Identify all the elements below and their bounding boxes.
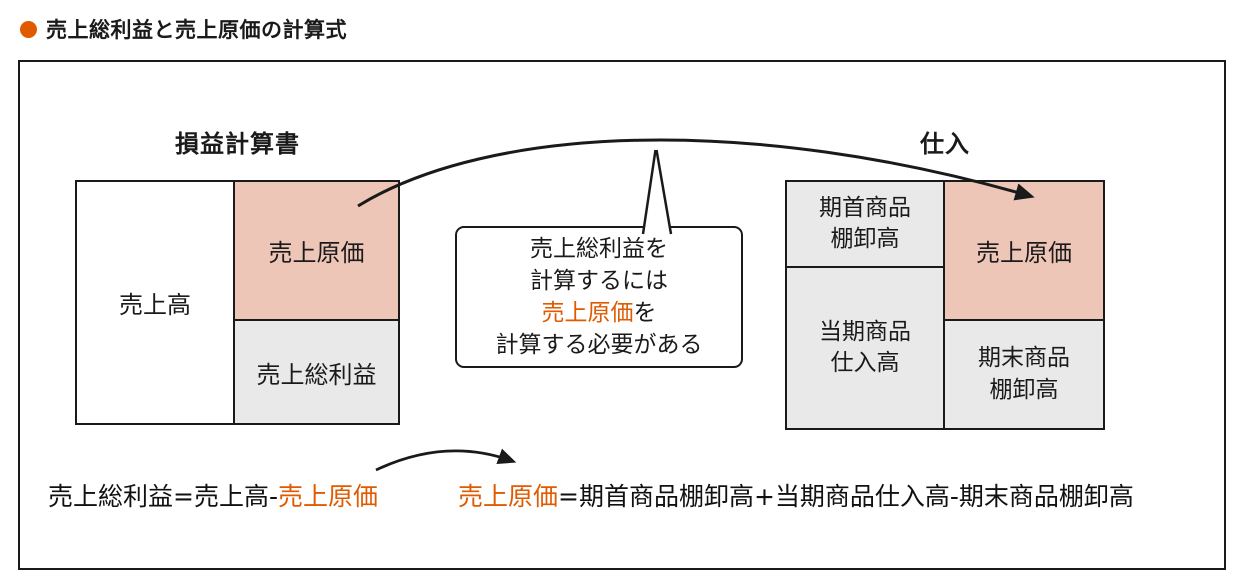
purchases-left-column: 期首商品 棚卸高 当期商品 仕入高 (787, 182, 945, 428)
gross-profit-cell: 売上総利益 (235, 321, 398, 423)
callout-line-3-rest: を (633, 300, 657, 326)
cogs-formula-cogs: 売上原価 (458, 482, 559, 511)
cogs-formula: 売上原価=期首商品棚卸高+当期商品仕入高-期末商品棚卸高 (458, 477, 1134, 513)
cogs-cell-pl: 売上原価 (235, 182, 398, 321)
gross-profit-formula-text: 売上総利益=売上高- (48, 482, 278, 511)
current-purchases-cell: 当期商品 仕入高 (787, 268, 943, 428)
cogs-formula-text: =期首商品棚卸高+当期商品仕入高-期末商品棚卸高 (558, 482, 1134, 511)
ending-inventory-cell: 期末商品 棚卸高 (945, 321, 1103, 428)
callout-line-4: 計算する必要がある (495, 332, 703, 359)
gross-profit-formula: 売上総利益=売上高-売上原価 (48, 477, 378, 513)
cogs-cell-purchases: 売上原価 (945, 182, 1103, 321)
callout-cogs-highlight: 売上原価 (541, 300, 634, 326)
pl-right-column: 売上原価 売上総利益 (235, 182, 398, 423)
beginning-inventory-cell: 期首商品 棚卸高 (787, 182, 943, 268)
callout-bubble: 売上総利益を 計算するには 売上原価を 計算する必要がある (455, 226, 743, 368)
callout-line-3: 売上原価を (542, 297, 657, 329)
callout-line-2: 計算するには (530, 267, 668, 294)
callout-line-1: 売上総利益を (530, 235, 668, 262)
purchases-heading: 仕入 (920, 130, 970, 158)
sales-cell: 売上高 (77, 182, 235, 423)
gross-profit-formula-cogs: 売上原価 (277, 482, 378, 511)
pl-statement-table: 売上高 売上原価 売上総利益 (75, 180, 400, 425)
page-title-row: 売上総利益と売上原価の計算式 (20, 14, 347, 44)
purchases-right-column: 売上原価 期末商品 棚卸高 (945, 182, 1103, 428)
page-title: 売上総利益と売上原価の計算式 (46, 18, 347, 42)
purchases-table: 期首商品 棚卸高 当期商品 仕入高 売上原価 期末商品 棚卸高 (785, 180, 1105, 430)
pl-statement-heading: 損益計算書 (175, 130, 300, 158)
orange-bullet-icon (20, 20, 37, 38)
